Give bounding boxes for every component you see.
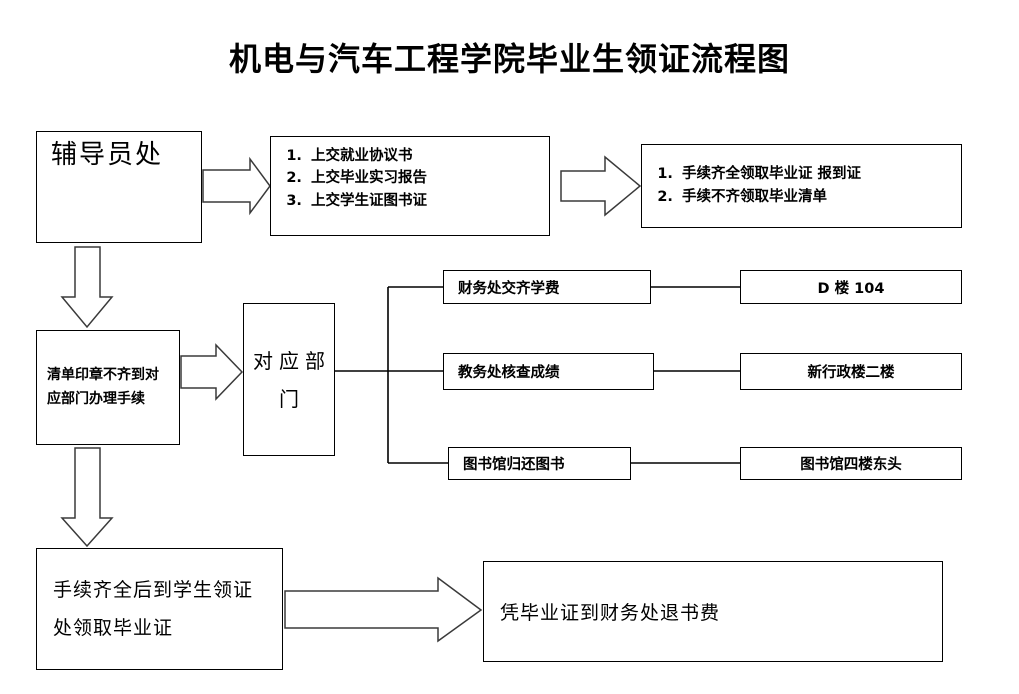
node-location-label: 图书馆四楼东头 (800, 457, 902, 473)
arrow-counselor-to-unfinished (60, 246, 114, 329)
arrow-submit-to-outcome (560, 155, 642, 217)
list-item: 上交就业协议书 (307, 145, 549, 167)
node-task-label: 教务处核查成绩 (458, 365, 560, 381)
node-book-fee-refund-label: 凭毕业证到财务处退书费 (500, 602, 721, 624)
list-item: 手续齐全领取毕业证 报到证 (678, 163, 961, 186)
list-item: 上交毕业实习报告 (307, 167, 549, 189)
node-diploma-pickup[interactable]: 手续齐全后到学生领证处领取毕业证 (36, 548, 283, 670)
node-corresponding-department-label: 对应部门 (253, 348, 331, 411)
arrow-unfinished-to-department (180, 343, 244, 401)
node-outcome-options[interactable]: 手续齐全领取毕业证 报到证 手续不齐领取毕业清单 (641, 144, 962, 228)
arrow-counselor-to-submit (202, 156, 271, 216)
node-location-library-4f-east[interactable]: 图书馆四楼东头 (740, 447, 962, 480)
node-incomplete-stamps-label: 清单印章不齐到对应部门办理手续 (47, 366, 159, 407)
node-corresponding-department[interactable]: 对应部门 (243, 303, 335, 456)
list-item: 上交学生证图书证 (307, 190, 549, 212)
node-task-library-return[interactable]: 图书馆归还图书 (448, 447, 631, 480)
node-counselor-office-label: 辅导员处 (51, 140, 164, 170)
node-location-label: 新行政楼二楼 (807, 365, 895, 381)
node-task-academic-grades[interactable]: 教务处核查成绩 (443, 353, 654, 390)
submit-materials-list: 上交就业协议书 上交毕业实习报告 上交学生证图书证 (281, 145, 549, 212)
node-counselor-office[interactable]: 辅导员处 (36, 131, 202, 243)
list-item: 手续不齐领取毕业清单 (678, 186, 961, 209)
node-incomplete-stamps[interactable]: 清单印章不齐到对应部门办理手续 (36, 330, 180, 445)
page-title: 机电与汽车工程学院毕业生领证流程图 (228, 40, 790, 78)
node-task-finance-tuition[interactable]: 财务处交齐学费 (443, 270, 651, 304)
outcome-options-list: 手续齐全领取毕业证 报到证 手续不齐领取毕业清单 (652, 163, 961, 209)
node-diploma-pickup-label: 手续齐全后到学生领证处领取毕业证 (53, 579, 254, 639)
node-book-fee-refund[interactable]: 凭毕业证到财务处退书费 (483, 561, 943, 662)
node-location-admin-building-2f[interactable]: 新行政楼二楼 (740, 353, 962, 390)
node-submit-materials[interactable]: 上交就业协议书 上交毕业实习报告 上交学生证图书证 (270, 136, 550, 236)
arrow-unfinished-to-pickup (60, 447, 114, 548)
node-task-label: 图书馆归还图书 (463, 457, 565, 473)
node-location-building-d-104[interactable]: D 楼 104 (740, 270, 962, 304)
node-task-label: 财务处交齐学费 (458, 280, 560, 297)
arrow-pickup-to-refund (284, 576, 483, 643)
node-location-label: D 楼 104 (817, 280, 885, 297)
